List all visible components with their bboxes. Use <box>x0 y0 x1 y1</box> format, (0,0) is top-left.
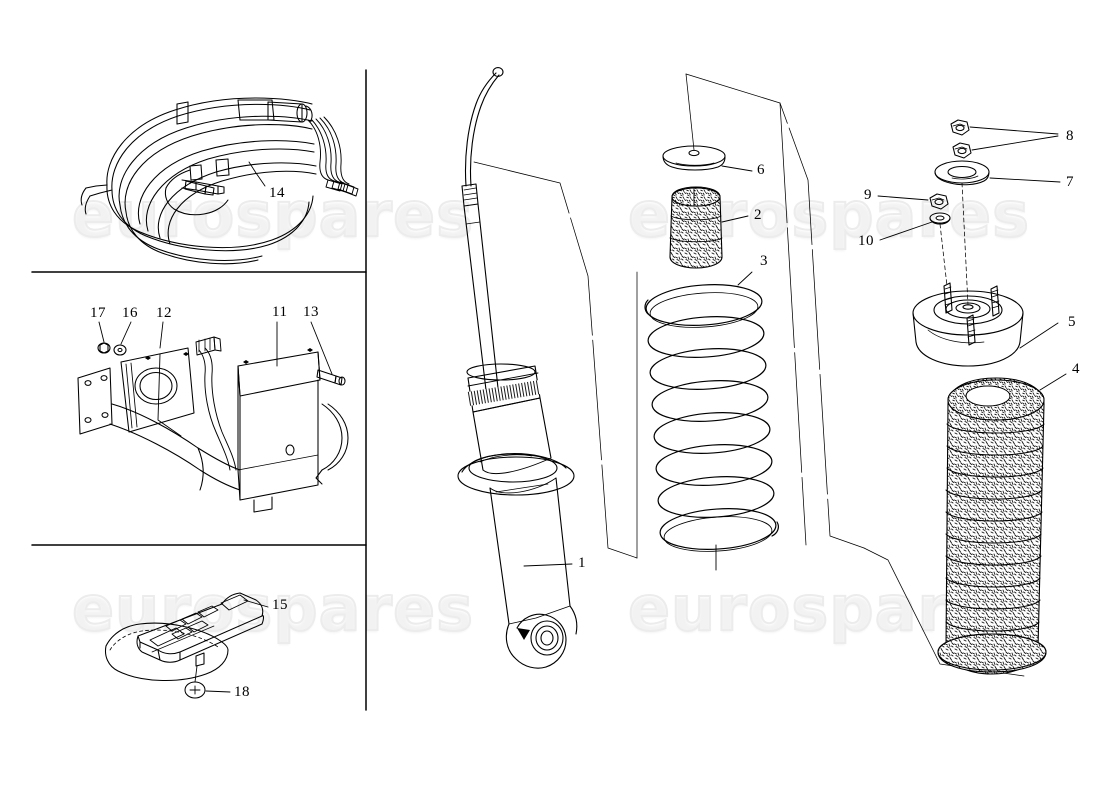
callout-6: 6 <box>757 162 765 178</box>
callout-11: 11 <box>272 304 288 320</box>
switch-trim-base <box>105 622 229 681</box>
callout-3: 3 <box>760 253 768 269</box>
control-unit-drawing <box>77 321 349 513</box>
switch-display <box>149 627 185 647</box>
panel-dividers <box>31 69 367 711</box>
harness-wire-fan <box>307 116 359 197</box>
control-unit-box-11 <box>237 348 321 513</box>
control-unit-cable <box>195 336 237 471</box>
callout-12: 12 <box>156 305 172 321</box>
washer-10 <box>929 212 951 225</box>
fixing-bolt-13 <box>316 369 346 386</box>
shock-lower-eye <box>505 605 578 669</box>
nut-17 <box>97 342 111 354</box>
switch-body-15 <box>136 592 265 663</box>
callout-18: 18 <box>234 684 250 700</box>
coil-spring-3 <box>644 271 779 571</box>
callout-4: 4 <box>1072 361 1080 377</box>
mounting-plate-12 <box>120 347 195 433</box>
harness-connector-left <box>181 179 225 195</box>
assembly-grouping-leaders <box>473 73 865 559</box>
callout-10: 10 <box>858 233 874 249</box>
switch-panel-drawing <box>105 592 269 699</box>
bump-stop-2 <box>669 186 749 269</box>
harness-boot-right <box>267 101 313 123</box>
harness-connector-mid <box>164 169 191 210</box>
harness-bullet-terminal <box>184 180 215 196</box>
dust-boot-4 <box>937 373 1067 675</box>
shock-absorber-drawing <box>457 67 578 669</box>
callout-15: 15 <box>272 597 288 613</box>
callout-14: 14 <box>269 185 285 201</box>
callout-5: 5 <box>1068 314 1076 330</box>
nut-8-lower <box>952 142 972 159</box>
shock-upper-collar <box>466 363 541 413</box>
spring-pad-6 <box>662 145 753 172</box>
callout-17: 17 <box>90 305 106 321</box>
shock-lower-tube <box>489 477 571 625</box>
washer-7 <box>934 160 1061 186</box>
wiring-harness-drawing <box>80 97 359 265</box>
shock-spring-seat <box>457 453 575 496</box>
bracket-arm <box>109 403 241 491</box>
fixing-screw-18 <box>184 681 206 699</box>
bracket-rear-strap <box>315 403 349 485</box>
callout-9: 9 <box>864 187 872 203</box>
nut-8-upper <box>950 119 970 136</box>
washer-16 <box>113 344 127 356</box>
callout-13: 13 <box>303 304 319 320</box>
callout-8: 8 <box>1066 128 1074 144</box>
callout-2: 2 <box>754 207 762 223</box>
callout-7: 7 <box>1066 174 1074 190</box>
switch-stud <box>195 652 205 667</box>
upper-mount-5 <box>912 182 1059 367</box>
callout-16: 16 <box>122 305 138 321</box>
bracket-left-plate <box>77 367 113 435</box>
fasteners-group <box>877 119 1061 241</box>
callout-1: 1 <box>578 555 586 571</box>
nut-9 <box>929 193 949 210</box>
